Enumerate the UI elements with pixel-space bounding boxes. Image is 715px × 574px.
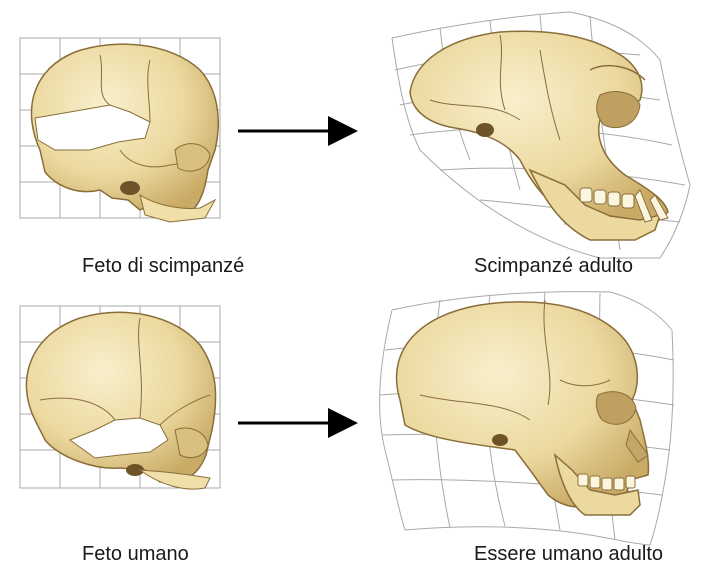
human-fetus-label: Feto umano xyxy=(82,543,189,566)
chimp-fetus-ear xyxy=(120,181,140,195)
chimp-fetus-label: Feto di scimpanzé xyxy=(82,255,244,278)
human-fetus-skull-illustration xyxy=(20,306,220,489)
chimp-adult-label: Scimpanzé adulto xyxy=(474,255,633,278)
human-adult-skull-illustration xyxy=(380,292,674,545)
human-adult-ear xyxy=(492,434,508,446)
chimp-adult-skull-illustration xyxy=(392,12,690,258)
human-fetus-jaw xyxy=(140,470,210,489)
chimp-adult-orbit xyxy=(597,92,640,128)
chimp-adult-ear xyxy=(476,123,494,137)
chimp-fetus-skull-illustration xyxy=(20,38,220,222)
human-adult-label: Essere umano adulto xyxy=(474,543,663,566)
